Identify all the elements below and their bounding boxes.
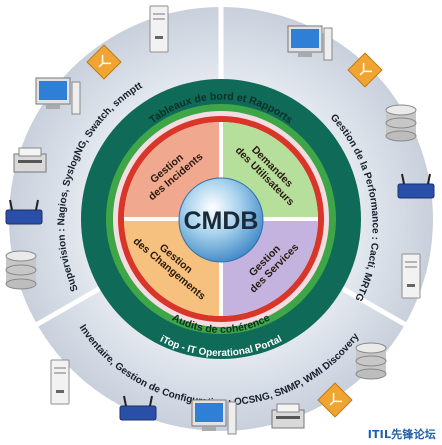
monitor-icon bbox=[35, 77, 81, 115]
database-icon bbox=[385, 104, 417, 142]
cmdb-sphere bbox=[178, 177, 264, 263]
monitor-icon bbox=[287, 25, 333, 61]
monitor-icon bbox=[191, 399, 237, 435]
router-icon bbox=[397, 173, 435, 199]
printer-icon bbox=[13, 147, 47, 173]
server-icon bbox=[149, 5, 169, 53]
network-diagram-icon bbox=[86, 44, 122, 80]
network-diagram-icon bbox=[317, 382, 353, 418]
router-icon bbox=[5, 199, 43, 225]
server-icon bbox=[50, 359, 70, 405]
database-icon bbox=[355, 342, 387, 380]
router-icon bbox=[119, 395, 157, 421]
printer-icon bbox=[271, 403, 305, 429]
watermark: ITIL先锋论坛 bbox=[367, 428, 436, 441]
cmdb-label: CMDB bbox=[184, 207, 259, 235]
database-icon bbox=[5, 250, 37, 290]
network-diagram-icon bbox=[347, 52, 383, 88]
server-icon bbox=[401, 253, 421, 299]
